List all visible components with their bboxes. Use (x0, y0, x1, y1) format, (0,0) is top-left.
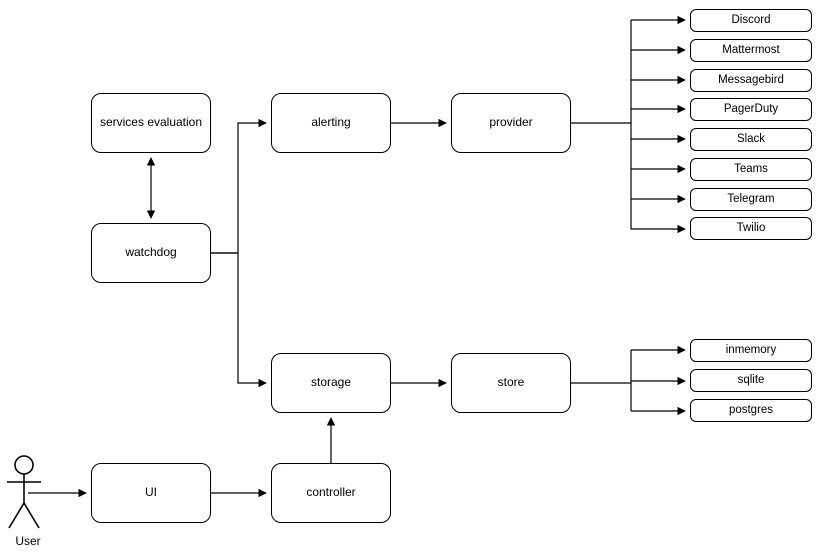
node-label: Teams (734, 163, 768, 176)
node-label: Discord (731, 14, 771, 27)
node-provider-option-messagebird[interactable]: Messagebird (690, 69, 812, 92)
node-label: controller (306, 485, 356, 500)
stick-figure-actor-icon (7, 455, 41, 529)
node-provider-option-telegram[interactable]: Telegram (690, 188, 812, 211)
node-label: Messagebird (718, 74, 784, 87)
node-label: storage (310, 375, 352, 390)
node-provider-option-twilio[interactable]: Twilio (690, 217, 812, 240)
edge-watchdog-to-storage (211, 252, 267, 388)
node-services-evaluation[interactable]: services evaluation (91, 93, 211, 153)
node-provider-option-discord[interactable]: Discord (690, 9, 812, 32)
node-label: provider (489, 115, 533, 130)
node-storage[interactable]: storage (271, 353, 391, 413)
node-store-option-postgres[interactable]: postgres (690, 399, 812, 422)
node-store-option-inmemory[interactable]: inmemory (690, 339, 812, 362)
node-label: Twilio (736, 222, 766, 235)
node-label: Telegram (727, 193, 775, 206)
node-controller[interactable]: controller (271, 463, 391, 523)
node-label: store (497, 375, 525, 390)
node-store-option-sqlite[interactable]: sqlite (690, 369, 812, 392)
node-provider-option-mattermost[interactable]: Mattermost (690, 39, 812, 62)
node-ui[interactable]: UI (91, 463, 211, 523)
node-label: Slack (736, 133, 766, 146)
node-provider-option-pagerduty[interactable]: PagerDuty (690, 98, 812, 121)
node-label: services evaluation (99, 115, 203, 130)
node-label: watchdog (125, 245, 177, 260)
actor-label-user: User (15, 534, 41, 548)
node-provider-option-slack[interactable]: Slack (690, 128, 812, 151)
edge-watchdog-to-alerting (211, 118, 267, 254)
node-label: inmemory (725, 344, 777, 357)
node-label: sqlite (737, 374, 765, 387)
node-label: Mattermost (722, 44, 780, 57)
node-alerting[interactable]: alerting (271, 93, 391, 153)
node-label: postgres (728, 404, 774, 417)
node-label: UI (145, 485, 157, 500)
node-label: alerting (311, 115, 351, 130)
node-watchdog[interactable]: watchdog (91, 223, 211, 283)
node-provider[interactable]: provider (451, 93, 571, 153)
node-label: PagerDuty (723, 103, 779, 116)
node-provider-option-teams[interactable]: Teams (690, 158, 812, 181)
node-store[interactable]: store (451, 353, 571, 413)
